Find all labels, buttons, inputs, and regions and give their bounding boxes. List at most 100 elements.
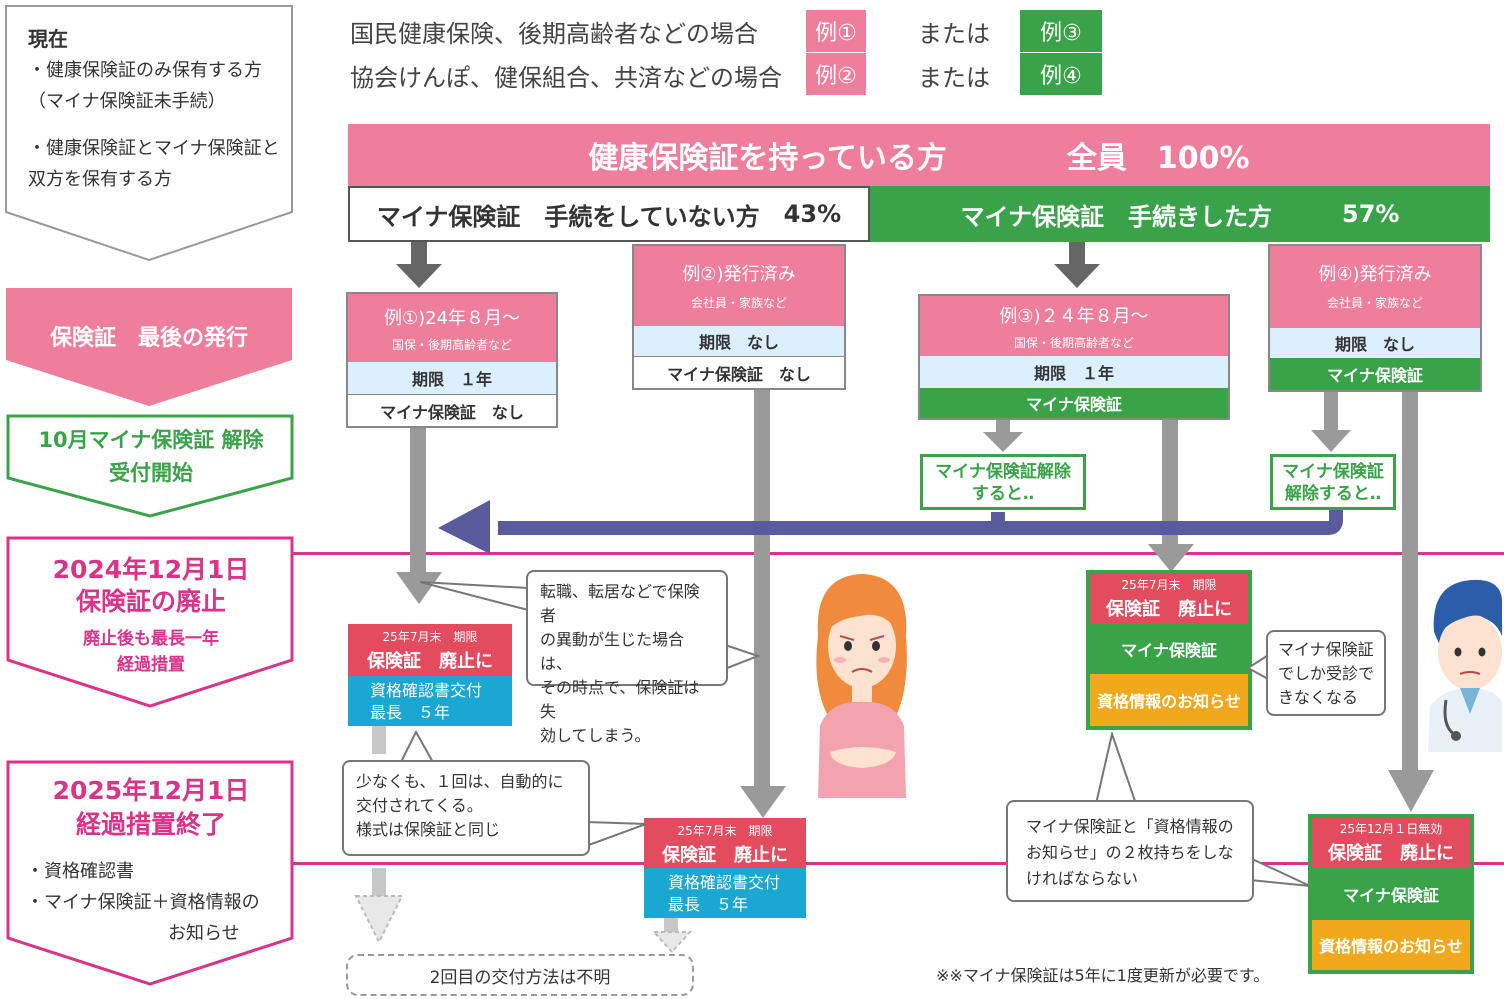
card-ex1-header: 例①)24年８月～ 国保・後期高齢者など xyxy=(348,294,556,362)
card-myna: マイナ保険証 xyxy=(1270,358,1480,390)
card-limit: 期限 なし xyxy=(1270,328,1480,358)
dec2025-item: ・資格確認書 xyxy=(26,861,134,882)
result-notice: 資格情報のお知らせ xyxy=(1312,920,1470,970)
oct-line: 10月マイナ保険証 解除 xyxy=(38,428,264,452)
dec2024-label: 2024年12月1日 保険証の廃止 廃止後も最長一年 経過措置 xyxy=(6,554,296,678)
flow-line xyxy=(410,428,426,576)
dec2025-date: 2025年12月1日 xyxy=(52,776,250,805)
header-not-done-bar: マイナ保険証 手続をしていない方 43% xyxy=(348,186,870,242)
result-r4: 25年12月１日無効 保険証 廃止に マイナ保険証 資格情報のお知らせ xyxy=(1308,814,1474,974)
callout-tail xyxy=(722,642,761,672)
card-sub: 会社員・家族など xyxy=(690,296,787,310)
flow-line xyxy=(754,390,770,790)
header-all-value: 100% xyxy=(1156,141,1250,176)
callout-line: 少なくも、１回は、自動的に xyxy=(356,772,564,791)
result-header: 25年7月末 期限 保険証 廃止に xyxy=(644,818,806,868)
card-myna: マイナ保険証 なし xyxy=(634,356,844,388)
result-main: 保険証 廃止に xyxy=(367,651,493,672)
result-r3: 25年7月末 期限 保険証 廃止に マイナ保険証 資格情報のお知らせ xyxy=(1086,570,1252,730)
card-sub: 国保・後期高齢者など xyxy=(1013,336,1134,350)
oct-line: 受付開始 xyxy=(109,461,193,485)
last-issue-label: 保険証 最後の発行 xyxy=(49,326,248,351)
arrow-down-icon xyxy=(1054,242,1100,288)
card-sub: 会社員・家族など xyxy=(1326,296,1423,310)
callout-two-cards: マイナ保険証と「資格情報の お知らせ」の２枚持ちをしな ければならない xyxy=(1006,800,1254,902)
result-r1: 25年7月末 期限 保険証 廃止に 資格確認書交付 最長 ５年 xyxy=(348,624,512,726)
flow-line xyxy=(1162,420,1178,546)
last-issue-shape xyxy=(6,288,292,406)
card-ex1: 例①)24年８月～ 国保・後期高齢者など 期限 １年 マイナ保険証 なし xyxy=(346,292,558,428)
card-myna: マイナ保険証 xyxy=(920,388,1228,418)
timeline-line-2025 xyxy=(290,862,1504,865)
callout-line: 交付されてくる。 xyxy=(356,796,483,815)
callout-line: 効してしまう。 xyxy=(540,726,651,745)
result-cyan-line: 資格確認書交付 xyxy=(668,873,781,892)
return-arrow-icon xyxy=(438,500,1343,554)
flow-line xyxy=(996,420,1010,434)
worried-doctor-illustration xyxy=(1428,579,1502,752)
dec2024-sub: 廃止後も最長一年 xyxy=(83,629,219,649)
dec2025-title: 経過措置終了 xyxy=(75,810,226,839)
result-cyan: 資格確認書交付 最長 ５年 xyxy=(644,868,806,918)
worried-woman-illustration xyxy=(816,574,907,798)
callout-line: マイナ保険証と「資格情報の xyxy=(1026,817,1234,836)
callout-tail xyxy=(586,820,647,848)
callout-line: の異動が生じた場合は、 xyxy=(540,630,685,673)
result-cyan: 資格確認書交付 最長 ５年 xyxy=(348,676,512,726)
card-title: 例①)24年８月～ xyxy=(383,308,521,329)
result-top: 25年7月末 期限 xyxy=(677,824,773,838)
legend-row2-text: 協会けんぽ、健保組合、共済などの場合 xyxy=(350,64,782,92)
legend-ex4-badge: 例④ xyxy=(1020,53,1102,95)
header-all-label: 健康保険証を持っている方 xyxy=(588,141,947,176)
result-top: 25年12月１日無効 xyxy=(1339,822,1443,836)
arrow-down-icon xyxy=(652,931,692,954)
dec2025-item: ・マイナ保険証＋資格情報の xyxy=(26,892,260,913)
release-box-ex3: マイナ保険証解除 すると‥ xyxy=(920,454,1086,510)
oct-label: 10月マイナ保険証 解除 受付開始 xyxy=(6,424,296,490)
card-title: 例③)２４年８月～ xyxy=(999,306,1149,327)
header-done-bar: マイナ保険証 手続きした方 57% xyxy=(870,186,1490,242)
dec2025-label: 2025年12月1日 経過措置終了 ・資格確認書 ・マイナ保険証＋資格情報の お… xyxy=(6,774,296,949)
card-limit: 期限 １年 xyxy=(920,356,1228,388)
header-all-pct: 全員 100% xyxy=(1067,133,1250,177)
arrow-down-icon xyxy=(396,242,442,288)
callout-auto-issue: 少なくも、１回は、自動的に 交付されてくる。 様式は保険証と同じ xyxy=(342,760,590,856)
footnote: ※※マイナ保険証は5年に1度更新が必要です。 xyxy=(936,966,1270,985)
second-issue-note: 2回目の交付方法は不明 xyxy=(346,954,694,996)
result-top: 25年7月末 期限 xyxy=(1121,578,1217,592)
result-main: 保険証 廃止に xyxy=(1106,599,1232,620)
callout-line: その時点で、保険証は失 xyxy=(540,678,700,721)
current-line: ・健康保険証とマイナ保険証と xyxy=(28,138,280,159)
card-ex3: 例③)２４年８月～ 国保・後期高齢者など 期限 １年 マイナ保険証 xyxy=(918,294,1230,420)
callout-job-change: 転職、転居などで保険者 の異動が生じた場合は、 その時点で、保険証は失 効してし… xyxy=(526,570,728,745)
release-line: すると‥ xyxy=(971,484,1035,504)
dashed-flow-line xyxy=(664,918,678,932)
card-ex2: 例②)発行済み 会社員・家族など 期限 なし マイナ保険証 なし xyxy=(632,244,846,390)
result-cyan-line: 最長 ５年 xyxy=(370,703,451,722)
arrow-down-icon xyxy=(1388,770,1434,812)
result-header: 25年7月末 期限 保険証 廃止に xyxy=(348,624,512,676)
dec2025-item: お知らせ xyxy=(168,923,240,944)
dec2024-shape xyxy=(6,536,294,708)
current-line: 双方を保有する方 xyxy=(28,169,172,190)
current-line: （マイナ保険証未手続） xyxy=(28,91,226,112)
arrow-down-icon xyxy=(740,786,786,818)
result-top: 25年7月末 期限 xyxy=(382,630,478,644)
current-line: ・健康保険証のみ保有する方 xyxy=(28,60,262,81)
result-cyan-line: 最長 ５年 xyxy=(668,895,749,914)
callout-only-myna: マイナ保険証 でしか受診で きなくなる xyxy=(1266,630,1386,716)
card-ex2-header: 例②)発行済み 会社員・家族など xyxy=(634,246,844,326)
header-not-done-label: マイナ保険証 手続をしていない方 xyxy=(376,202,760,231)
oct-shape xyxy=(6,414,294,518)
legend-or: または xyxy=(918,64,990,92)
result-notice: 資格情報のお知らせ xyxy=(1090,674,1248,726)
arrow-down-icon xyxy=(983,432,1023,452)
header-all-word: 全員 xyxy=(1066,141,1127,176)
callout-line: マイナ保険証 xyxy=(1278,640,1374,659)
card-myna: マイナ保険証 なし xyxy=(348,394,556,426)
flow-line xyxy=(1402,392,1418,772)
card-limit: 期限 １年 xyxy=(348,362,556,394)
current-box-shape xyxy=(5,5,293,262)
legend-or: または xyxy=(918,20,990,48)
arrow-down-icon xyxy=(396,572,442,604)
